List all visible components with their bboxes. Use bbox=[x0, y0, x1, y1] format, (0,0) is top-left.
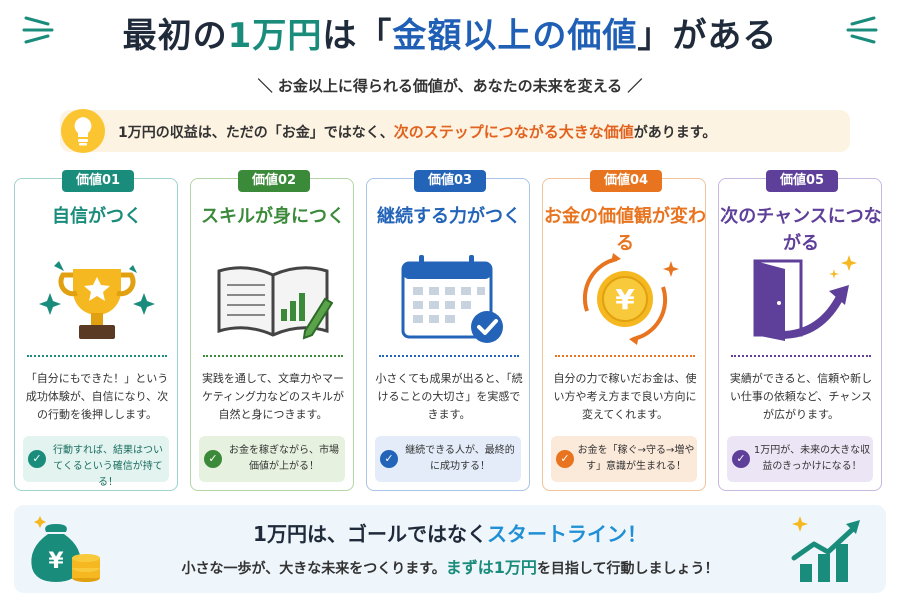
footer-main-part1: 1万円は、ゴールではなく bbox=[253, 522, 487, 546]
value-card-1: 自信がつく 「自分にもできた！」という成功体験が、自信になり、次の行動を後押しし… bbox=[14, 178, 178, 491]
divider bbox=[379, 355, 519, 357]
card-title: 次のチャンスにつながる bbox=[720, 206, 882, 254]
intro-part1: 1万円の収益は、ただの「お金」ではなく、 bbox=[118, 125, 394, 141]
footer-banner bbox=[14, 505, 886, 593]
card-description: 「自分にもできた！」という成功体験が、自信になり、次の行動を後押しします。 bbox=[25, 372, 169, 421]
card-badge-4: 価値04 bbox=[590, 170, 662, 192]
card-callout: ✓ 行動すれば、結果はついてくるという確信が持てる！ bbox=[23, 436, 169, 488]
check-icon: ✓ bbox=[732, 450, 750, 468]
footer-headline: 1万円は、ゴールではなくスタートライン！ bbox=[0, 518, 900, 547]
title-deco-left-icon bbox=[22, 16, 54, 44]
page-title: 最初の1万円は「金額以上の価値」がある bbox=[0, 8, 900, 57]
footer-sub-accent: まずは1万円 bbox=[445, 558, 537, 577]
trophy-icon bbox=[39, 261, 155, 339]
intro-part2: があります。 bbox=[633, 125, 717, 141]
title-highlight: 金額以上の価値 bbox=[392, 16, 638, 56]
value-card-2: スキルが身につく 実践を通して、文章力やマーケティング力などのスキルが自然と身に… bbox=[190, 178, 354, 491]
divider bbox=[731, 355, 871, 357]
card-badge-3: 価値03 bbox=[414, 170, 486, 192]
calendar-icon bbox=[401, 255, 503, 343]
subtitle: ＼ お金以上に得られる価値が、あなたの未来を変える ／ bbox=[257, 77, 643, 95]
intro-banner bbox=[60, 110, 850, 152]
svg-text:¥: ¥ bbox=[615, 283, 635, 316]
card-title: 自信がつく bbox=[52, 206, 142, 227]
footer-sub-part1: 小さな一歩が、大きな未来をつくります。 bbox=[181, 561, 446, 577]
value-card-4: お金の価値観が変わる ¥ 自分の力で稼いだお金は、使い方や考え方まで良い方向に変… bbox=[542, 178, 706, 491]
check-icon: ✓ bbox=[204, 450, 222, 468]
check-icon: ✓ bbox=[28, 450, 46, 468]
card-description: 実績ができると、信頼や新しい仕事の依頼など、チャンスが広がります。 bbox=[729, 372, 873, 421]
card-badge-1: 価値01 bbox=[62, 170, 134, 192]
divider bbox=[203, 355, 343, 357]
card-callout: ✓ 継続できる人が、最終的に成功する！ bbox=[375, 436, 521, 482]
callout-text: お金を「稼ぐ→守る→増やす」意識が生まれる！ bbox=[577, 445, 695, 472]
check-icon: ✓ bbox=[380, 450, 398, 468]
title-part2: は「 bbox=[322, 16, 393, 56]
card-callout: ✓ お金を「稼ぐ→守る→増やす」意識が生まれる！ bbox=[551, 436, 697, 482]
yen-coin-icon: ¥ bbox=[582, 253, 679, 345]
card-title: お金の価値観が変わる bbox=[544, 206, 706, 254]
growth-chart-icon bbox=[791, 516, 860, 582]
card-badge-2: 価値02 bbox=[238, 170, 310, 192]
card-title: スキルが身につく bbox=[201, 206, 345, 227]
value-card-5: 次のチャンスにつながる 実績ができると、信頼や新しい仕事の依頼など、チャンスが広… bbox=[718, 178, 882, 491]
divider bbox=[555, 355, 695, 357]
card-badge-5: 価値05 bbox=[766, 170, 838, 192]
card-description: 小さくても成果が出ると、「続けることの大切さ」を実感できます。 bbox=[375, 372, 523, 421]
footer-sub-part2: を目指して行動しましょう！ bbox=[536, 561, 719, 577]
value-card-3: 継続する力がつく 小さくても成果が出ると、「続けることの大切さ」を実感できます。… bbox=[366, 178, 530, 491]
callout-text: 継続できる人が、最終的に成功する！ bbox=[405, 445, 515, 472]
check-icon: ✓ bbox=[556, 450, 574, 468]
title-deco-right-icon bbox=[846, 16, 878, 44]
title-part1: 最初の bbox=[122, 16, 228, 56]
callout-text: 1万円が、未来の大きな収益のきっかけになる！ bbox=[753, 445, 871, 472]
title-accent: 1万円 bbox=[227, 16, 323, 56]
notebook-icon bbox=[217, 266, 333, 340]
callout-text: 行動すれば、結果はついてくるという確信が持てる！ bbox=[53, 445, 163, 488]
card-description: 実践を通して、文章力やマーケティング力などのスキルが自然と身につきます。 bbox=[201, 372, 345, 421]
lightbulb-icon bbox=[61, 109, 105, 153]
card-description: 自分の力で稼いだお金は、使い方や考え方まで良い方向に変えてくれます。 bbox=[553, 372, 697, 421]
card-title: 継続する力がつく bbox=[377, 206, 521, 227]
card-callout: ✓ 1万円が、未来の大きな収益のきっかけになる！ bbox=[727, 436, 873, 482]
card-callout: ✓ お金を稼ぎながら、市場価値が上がる！ bbox=[199, 436, 345, 482]
footer-subline: 小さな一歩が、大きな未来をつくります。まずは1万円を目指して行動しましょう！ bbox=[0, 554, 900, 578]
title-part3: 」がある bbox=[637, 16, 778, 56]
callout-text: お金を稼ぎながら、市場価値が上がる！ bbox=[229, 445, 339, 472]
svg-text:¥: ¥ bbox=[48, 549, 64, 574]
divider bbox=[27, 355, 167, 357]
money-bag-icon: ¥ bbox=[31, 516, 100, 582]
intro-text: 1万円の収益は、ただの「お金」ではなく、次のステップにつながる大きな価値がありま… bbox=[118, 121, 716, 142]
footer-main-accent: スタートライン！ bbox=[486, 522, 647, 546]
intro-highlight: 次のステップにつながる大きな価値 bbox=[393, 123, 634, 141]
door-arrow-icon bbox=[753, 255, 857, 341]
